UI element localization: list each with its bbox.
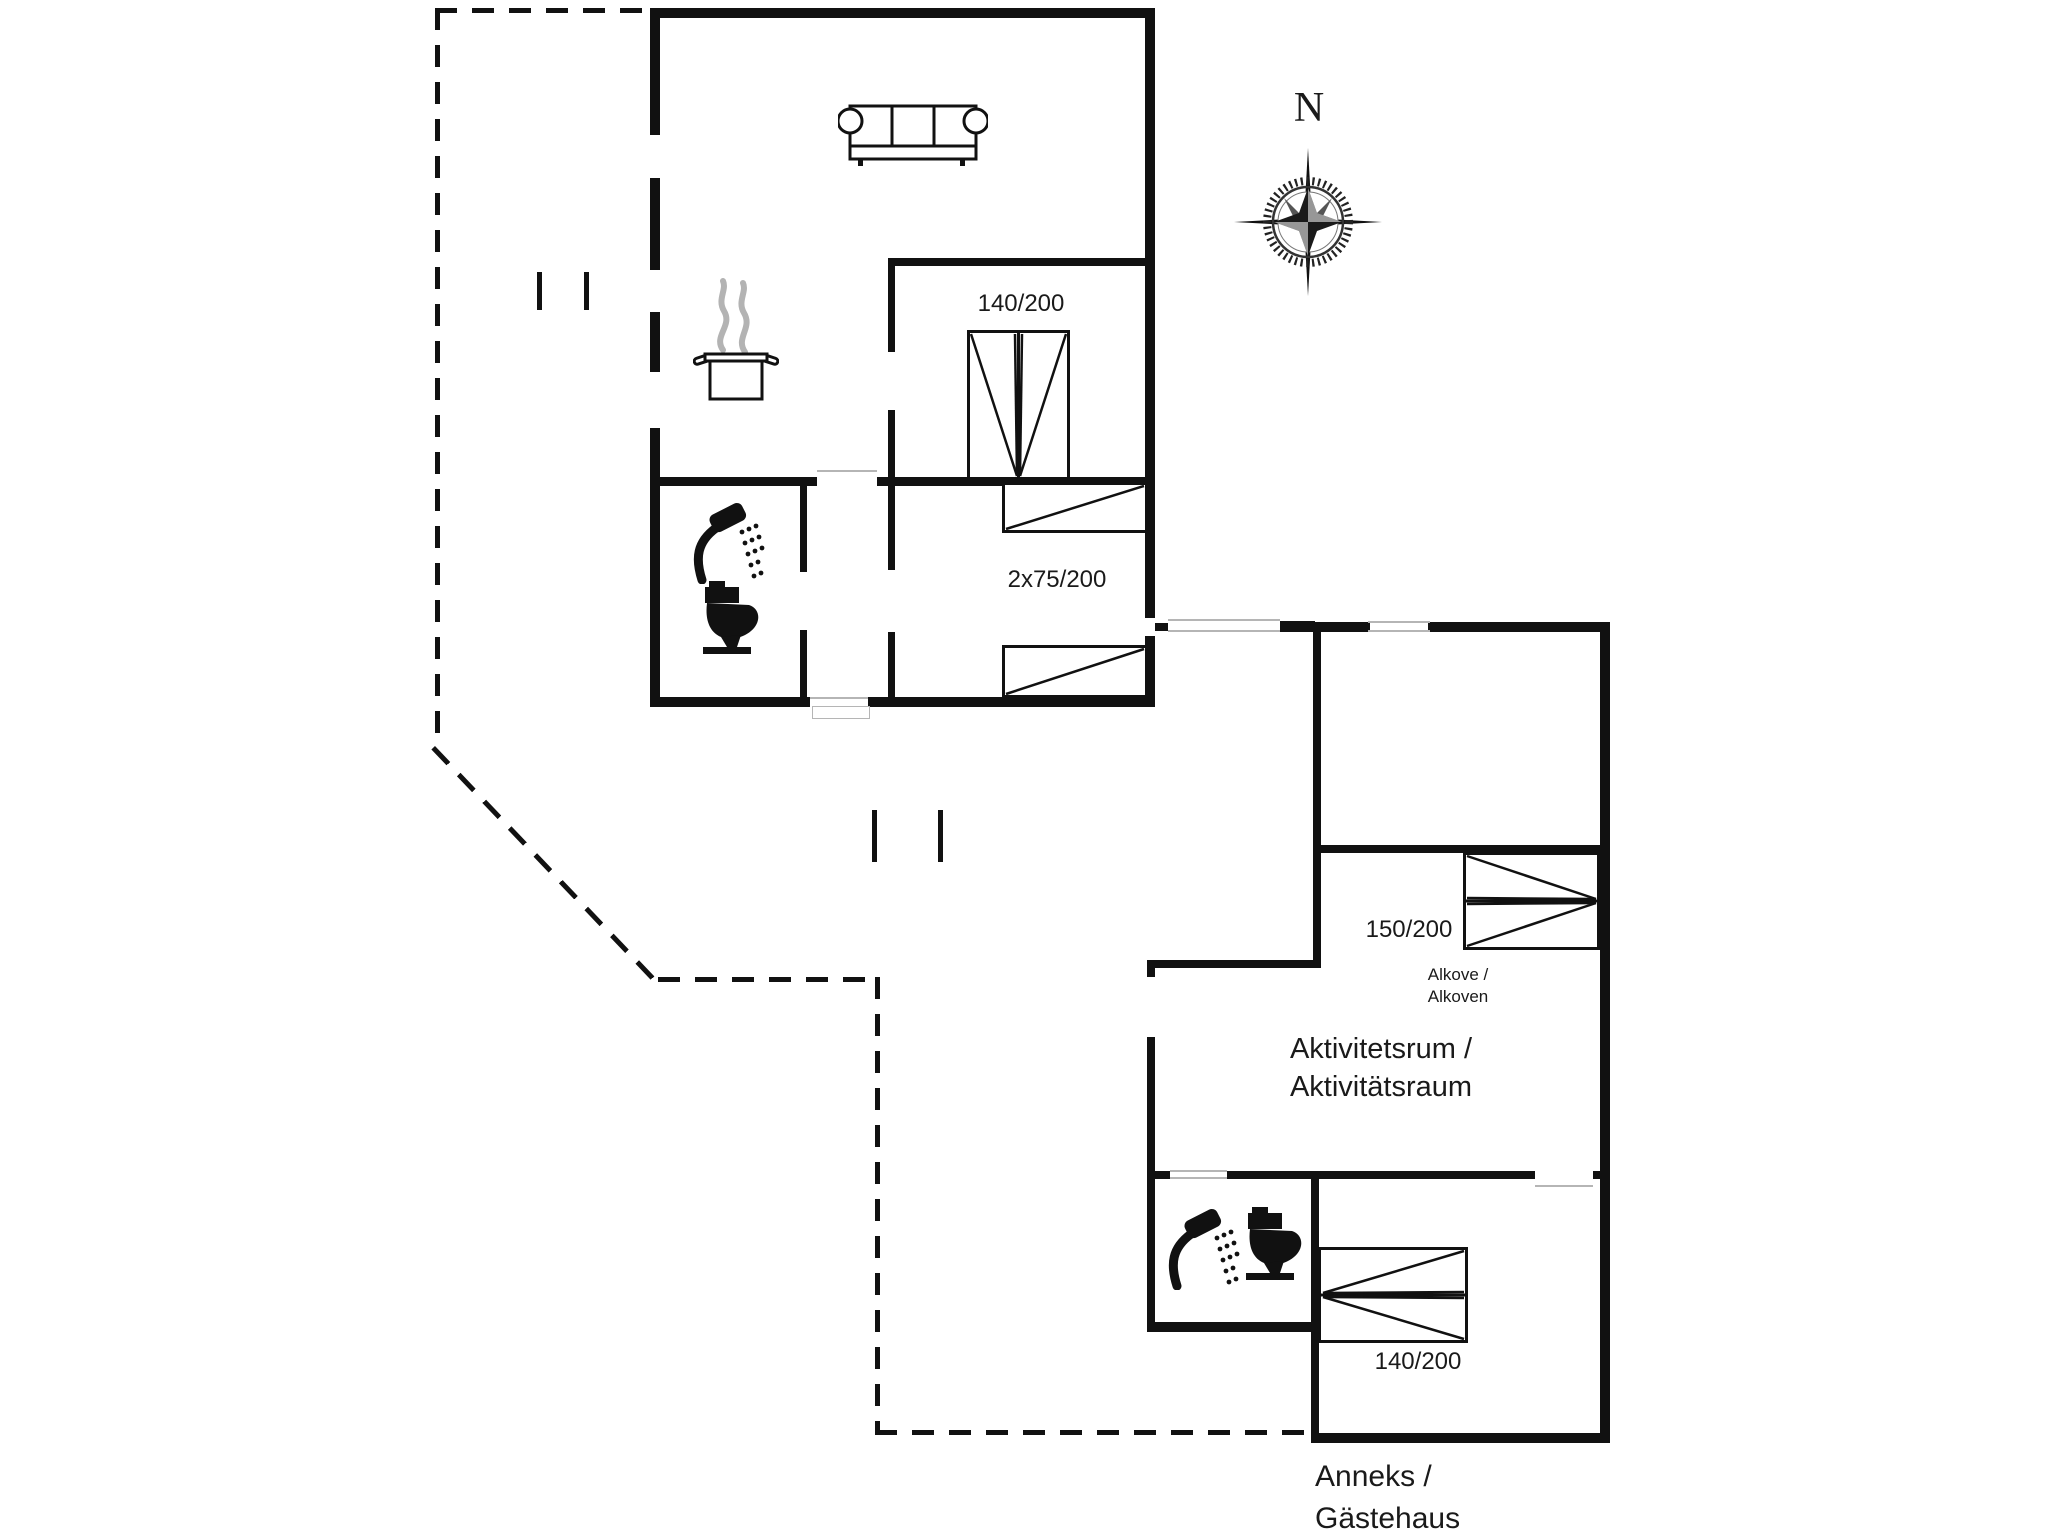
annex-door-line — [1170, 1177, 1227, 1179]
north-label: N — [1293, 85, 1325, 131]
terrace-tick — [584, 272, 589, 310]
terrace-tick — [537, 272, 542, 310]
wall-bedroom-left — [888, 258, 895, 352]
sofa-icon — [838, 101, 988, 169]
wall-main-left — [650, 178, 660, 270]
wall-annex-bath-top — [1593, 1171, 1603, 1179]
building-label-annex-line2: Gästehaus — [1315, 1502, 1461, 1535]
wall-bathroom-divider — [800, 486, 807, 572]
door-leaf — [812, 706, 870, 719]
wall-main-left — [650, 428, 660, 707]
link-window-line — [1168, 619, 1280, 621]
wall-interior-horizontal — [655, 477, 817, 486]
wall-annex-top — [1428, 622, 1610, 632]
wall-alcove — [1321, 845, 1600, 853]
terrace-tick — [872, 810, 877, 862]
terrace-outline-middle — [658, 977, 878, 982]
terrace-outline-top — [435, 8, 653, 13]
building-label-annex-line1: Anneks / — [1315, 1460, 1432, 1493]
shower-icon — [1163, 1206, 1245, 1290]
annex-door-line — [1535, 1185, 1593, 1187]
room-label-activity-line1: Aktivitetsrum / — [1289, 1033, 1473, 1065]
double-bed-icon — [1318, 1247, 1468, 1343]
wall-main-bottom — [868, 697, 1155, 707]
single-bed-icon — [1002, 645, 1148, 698]
wall-annex-bath-bottom — [1147, 1322, 1315, 1332]
wall-annex-bottom — [1311, 1433, 1610, 1443]
wall-annex-top — [1315, 622, 1370, 632]
door-threshold — [810, 697, 868, 699]
wall-main-right — [1145, 636, 1155, 707]
wall-annex-left-lower — [1147, 1037, 1155, 1332]
terrace-outline-diagonal — [431, 746, 659, 985]
wall-interior-horizontal — [877, 477, 1150, 486]
bed-size-label: 140/200 — [1374, 1348, 1462, 1375]
wall-main-right — [1145, 8, 1155, 618]
door-opening-line — [817, 470, 877, 472]
double-bed-icon — [1463, 852, 1600, 950]
bed-size-label: 150/200 — [1365, 916, 1453, 943]
terrace-tick — [938, 810, 943, 862]
compass-rose-icon — [1228, 142, 1388, 302]
room-label-activity-line2: Aktivitätsraum — [1289, 1071, 1473, 1103]
steam-icon — [705, 278, 765, 354]
terrace-outline-bottom — [875, 1430, 1313, 1435]
wall-bedroom-top — [890, 258, 1155, 266]
single-bed-icon — [1002, 482, 1148, 533]
wall-main-top — [650, 8, 1155, 18]
wall-main-left — [650, 8, 660, 135]
double-bed-icon — [967, 330, 1070, 480]
room-label-alcove: Alkove / Alkoven — [1378, 964, 1538, 1008]
wall-interior-vertical — [888, 410, 895, 570]
link-window-line — [1168, 630, 1280, 632]
room-label-alcove-line2: Alkoven — [1427, 987, 1489, 1006]
room-label-alcove-line1: Alkove / — [1427, 965, 1489, 984]
wall-annex-left-upper — [1313, 622, 1321, 967]
wall-main-bottom — [650, 697, 810, 707]
wall-annex-bath-top — [1147, 1171, 1170, 1179]
wall-annex-mid-vertical — [1311, 1179, 1319, 1443]
toilet-icon — [697, 581, 765, 659]
terrace-outline-center — [875, 977, 880, 1435]
room-label-activity: Aktivitetsrum / Aktivitätsraum — [1221, 1030, 1541, 1106]
wall-annex-step-stub — [1147, 960, 1155, 977]
wall-interior-vertical — [888, 632, 895, 700]
bed-size-label: 2x75/200 — [1007, 566, 1107, 593]
shower-icon — [688, 500, 770, 584]
wall-annex-bath-top — [1227, 1171, 1535, 1179]
terrace-outline-left — [435, 8, 440, 748]
annex-window-line — [1368, 621, 1430, 623]
annex-door-line — [1170, 1170, 1227, 1172]
wall-annex-step — [1147, 960, 1321, 968]
annex-window-line — [1368, 630, 1430, 632]
bed-size-label: 140/200 — [977, 290, 1065, 317]
link-wall-stub — [1155, 623, 1168, 631]
wall-annex-right — [1600, 622, 1610, 1443]
wall-main-left — [650, 312, 660, 372]
link-wall-stub — [1280, 621, 1315, 632]
building-label-annex: Anneks / Gästehaus — [1315, 1456, 1615, 1536]
toilet-icon — [1240, 1207, 1308, 1285]
wall-bathroom-divider — [800, 630, 807, 700]
cooking-pot-icon — [693, 348, 779, 402]
